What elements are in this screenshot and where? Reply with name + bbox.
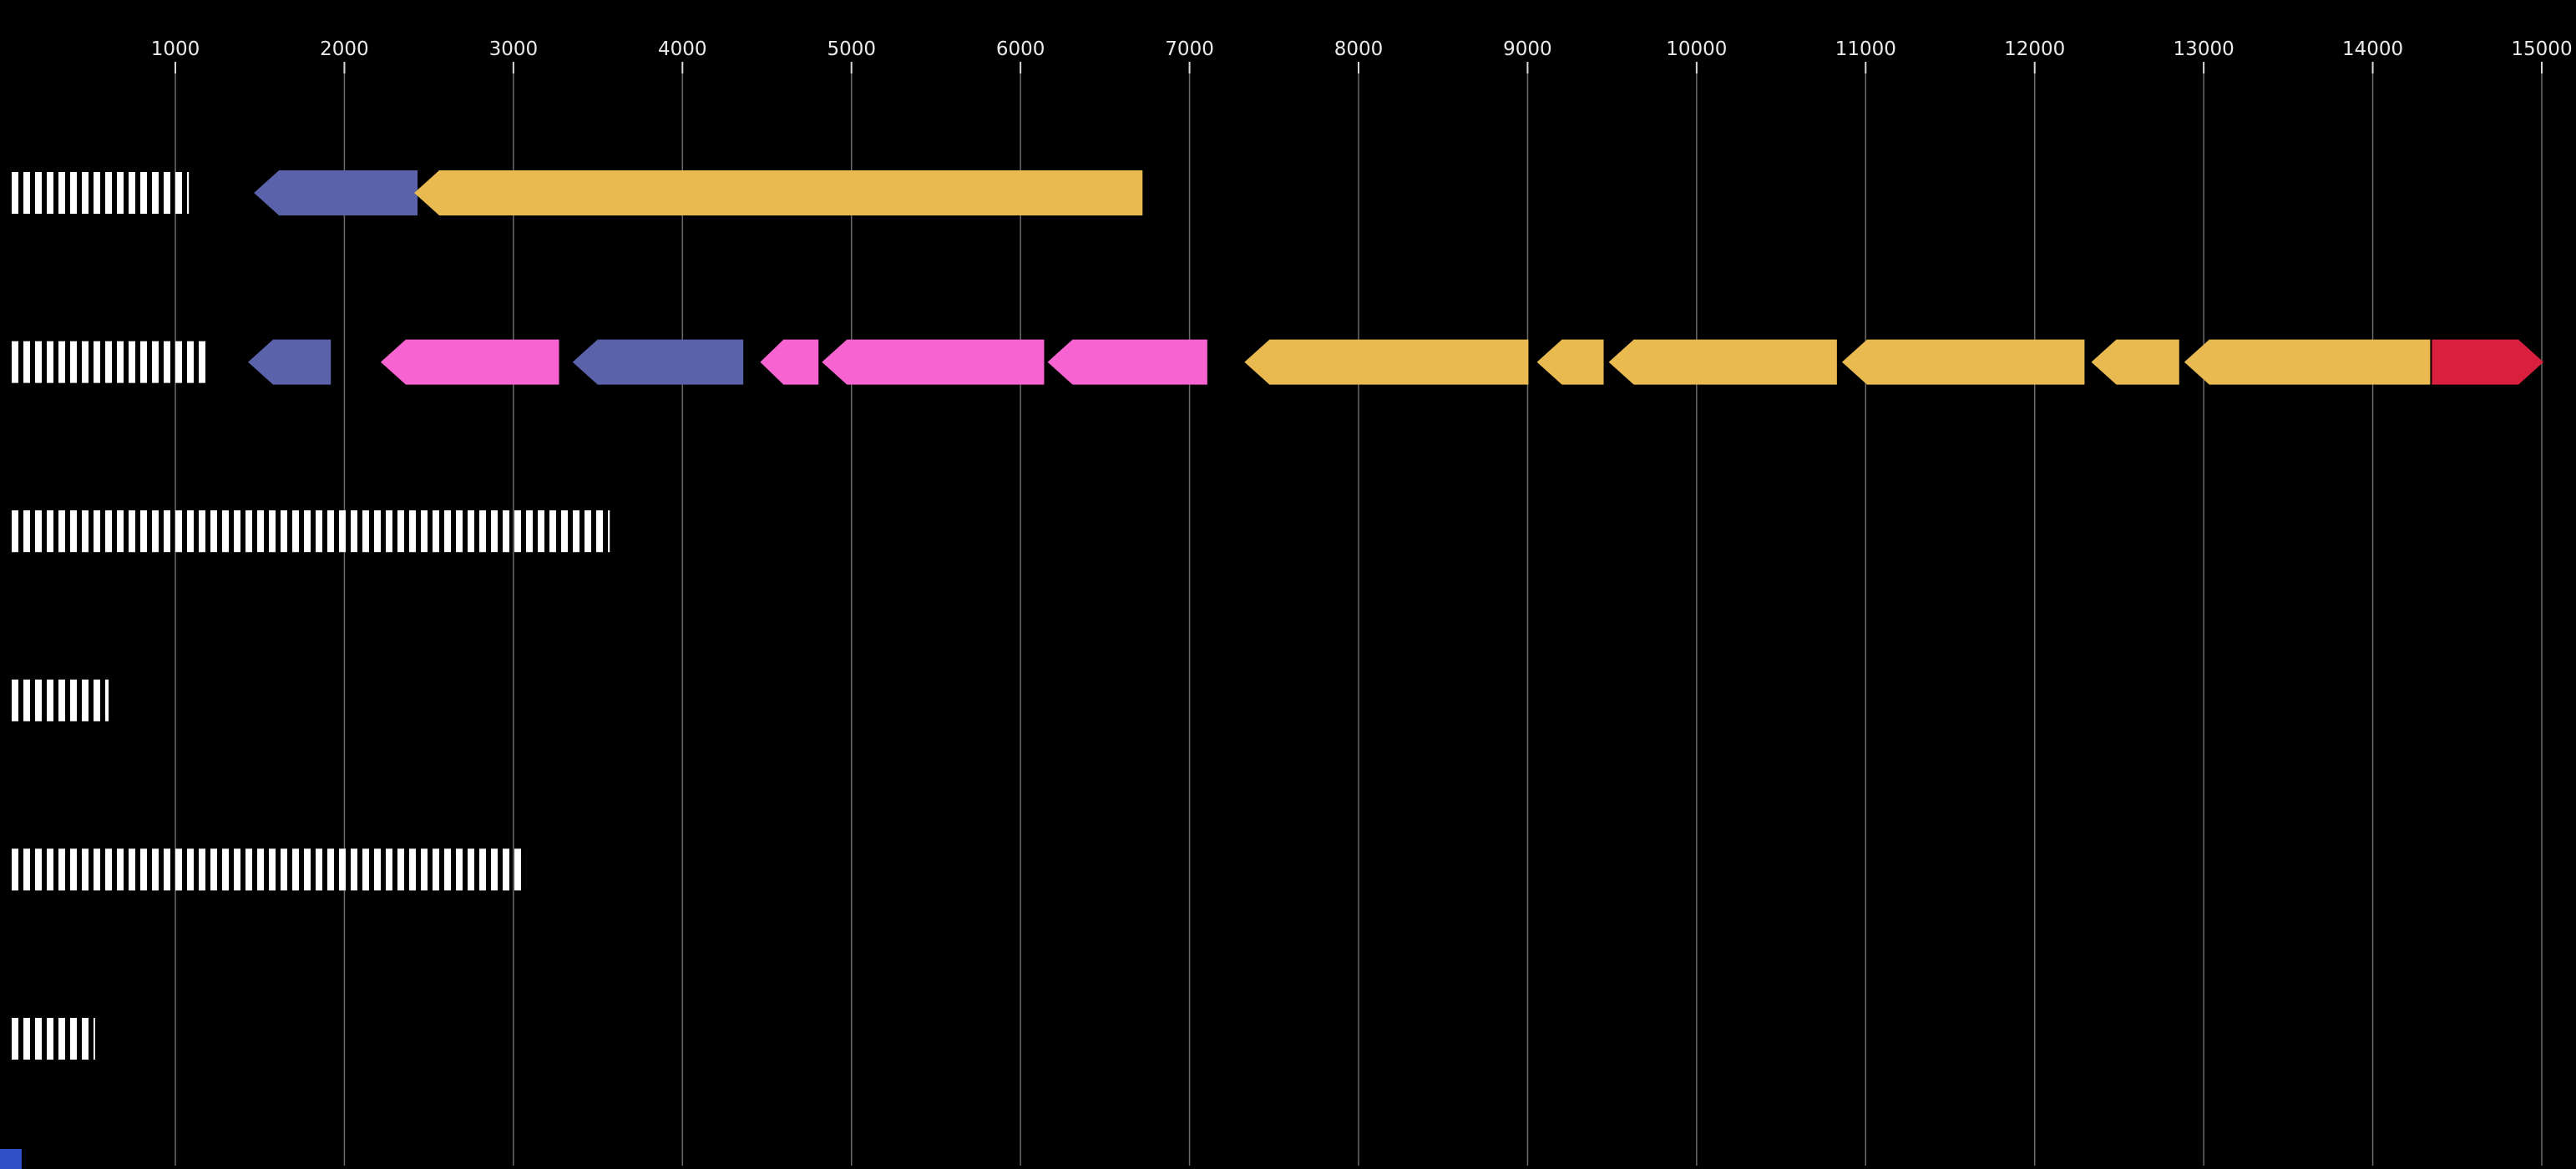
gene-arrow-gold	[2091, 339, 2179, 385]
tick-label: 8000	[1334, 38, 1384, 60]
tick-label: 1000	[151, 38, 200, 60]
sequence-block	[8, 341, 210, 383]
gene-arrow-pink	[822, 339, 1045, 385]
tick-label: 4000	[658, 38, 707, 60]
gene-arrow-gold	[1536, 339, 1604, 385]
sequence-block	[8, 1018, 95, 1060]
sequence-block	[8, 172, 190, 214]
sequence-block	[8, 510, 610, 553]
gene-arrow-pink	[760, 339, 819, 385]
track-1	[8, 170, 1143, 215]
tick-label: 9000	[1503, 38, 1552, 60]
sequence-block	[8, 679, 109, 721]
track-3	[8, 510, 610, 553]
tick-label: 15000	[2511, 38, 2572, 60]
tick-label: 12000	[2004, 38, 2065, 60]
tick-label: 10000	[1666, 38, 1727, 60]
track-2	[8, 339, 2544, 385]
gene-arrow-blue	[572, 339, 744, 385]
tick-label: 6000	[996, 38, 1045, 60]
gene-arrow-gold	[414, 170, 1143, 215]
tick-label: 5000	[827, 38, 876, 60]
track-6	[8, 1018, 95, 1060]
gene-arrow-pink	[1047, 339, 1207, 385]
track-5	[8, 848, 527, 891]
tick-label: 2000	[320, 38, 369, 60]
grid-layer	[175, 67, 2543, 1166]
track-layer	[8, 170, 2544, 1060]
sequence-block	[8, 848, 527, 891]
tick-label: 7000	[1165, 38, 1214, 60]
tick-label: 14000	[2342, 38, 2403, 60]
gene-arrow-blue	[248, 339, 331, 385]
gene-arrow-red	[2432, 339, 2544, 385]
gene-arrow-gold	[1608, 339, 1837, 385]
gene-arrow-gold	[1841, 339, 2085, 385]
track-4	[8, 679, 109, 721]
tick-label: 3000	[489, 38, 539, 60]
gene-arrow-blue	[254, 170, 418, 215]
corner-mark	[0, 1149, 22, 1169]
gene-arrow-pink	[380, 339, 559, 385]
misc-layer	[0, 1149, 22, 1169]
gene-arrow-gold	[2184, 339, 2431, 385]
gene-arrow-gold	[1244, 339, 1529, 385]
tick-label: 13000	[2174, 38, 2234, 60]
axis-layer: 1000 2000 3000 4000 5000 6000 7000 8000 9000 1000…	[151, 38, 2573, 73]
tick-label: 11000	[1835, 38, 1896, 60]
